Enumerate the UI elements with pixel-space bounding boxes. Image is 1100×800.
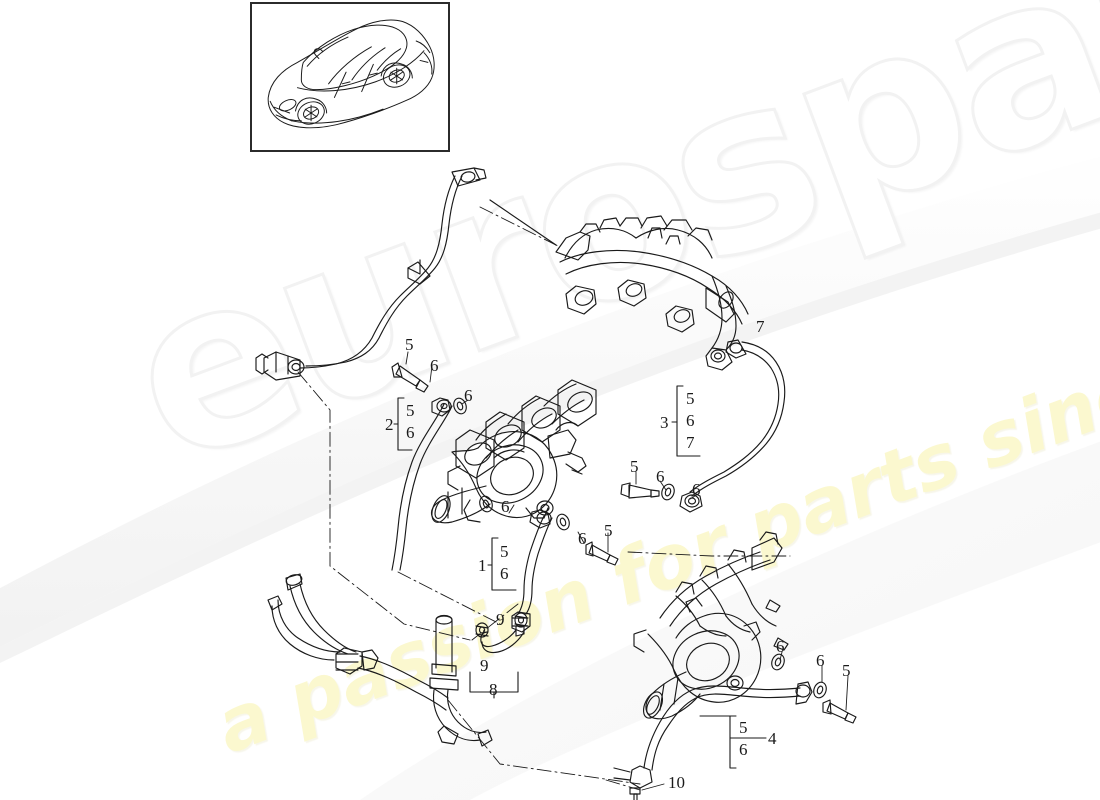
callout-8: 8 [489, 680, 498, 699]
fastener-group-1 [508, 504, 619, 566]
oil-line-3 [679, 339, 786, 513]
callout-1-5: 5 [500, 542, 509, 561]
callout-3-7: 7 [686, 433, 695, 452]
upper-coolant-pipe [255, 167, 487, 381]
callout-5-right: 5 [630, 457, 639, 476]
callout-9-left: 9 [480, 656, 489, 675]
callout-2: 2 [385, 415, 394, 434]
vehicle-illustration-box [250, 2, 450, 152]
reference-centerlines [297, 206, 791, 791]
callout-5: 5 [405, 335, 414, 354]
fastener-group-3-lower [620, 471, 699, 501]
callout-4-6: 6 [739, 740, 748, 759]
upper-exhaust-manifold [555, 215, 749, 371]
callout-1: 1 [478, 556, 487, 575]
callout-7-top: 7 [756, 317, 765, 336]
callout-6-mid2: 6 [501, 497, 510, 516]
callout-3-6: 6 [686, 411, 695, 430]
callout-6-right2: 6 [692, 480, 701, 499]
callout-10: 10 [668, 773, 685, 792]
oil-line-2 [391, 397, 453, 571]
callout-2-6: 6 [406, 423, 415, 442]
lower-hose-assembly [267, 573, 493, 747]
callout-3: 3 [660, 413, 669, 432]
callout-4-5: 5 [739, 718, 748, 737]
callout-9-right: 9 [496, 610, 505, 629]
fastener-group-4 [629, 651, 857, 800]
callout-6-mid: 6 [464, 386, 473, 405]
callout-3-5: 5 [686, 389, 695, 408]
oil-line-1 [511, 509, 553, 633]
callout-6-br2: 6 [816, 651, 825, 670]
callout-6-mid3: 6 [578, 529, 587, 548]
fastener-group-2 [391, 351, 493, 513]
callout-6: 6 [430, 356, 439, 375]
turbocharger-center [430, 379, 597, 524]
callout-6-br: 6 [776, 637, 785, 656]
vehicle-illustration [267, 19, 435, 129]
callout-4: 4 [768, 729, 777, 748]
hose-clamps-9 [475, 612, 528, 638]
group-brackets [393, 385, 767, 769]
callout-2-5: 5 [406, 401, 415, 420]
turbocharger-lower-right [633, 531, 789, 720]
leader-upper-pipe [489, 199, 557, 246]
callout-6-right: 6 [656, 467, 665, 486]
callout-5-br: 5 [842, 661, 851, 680]
return-hose-8 [480, 625, 525, 654]
callout-1-6: 6 [500, 564, 509, 583]
callout-5-mid: 5 [604, 521, 613, 540]
oil-line-4 [613, 681, 813, 789]
